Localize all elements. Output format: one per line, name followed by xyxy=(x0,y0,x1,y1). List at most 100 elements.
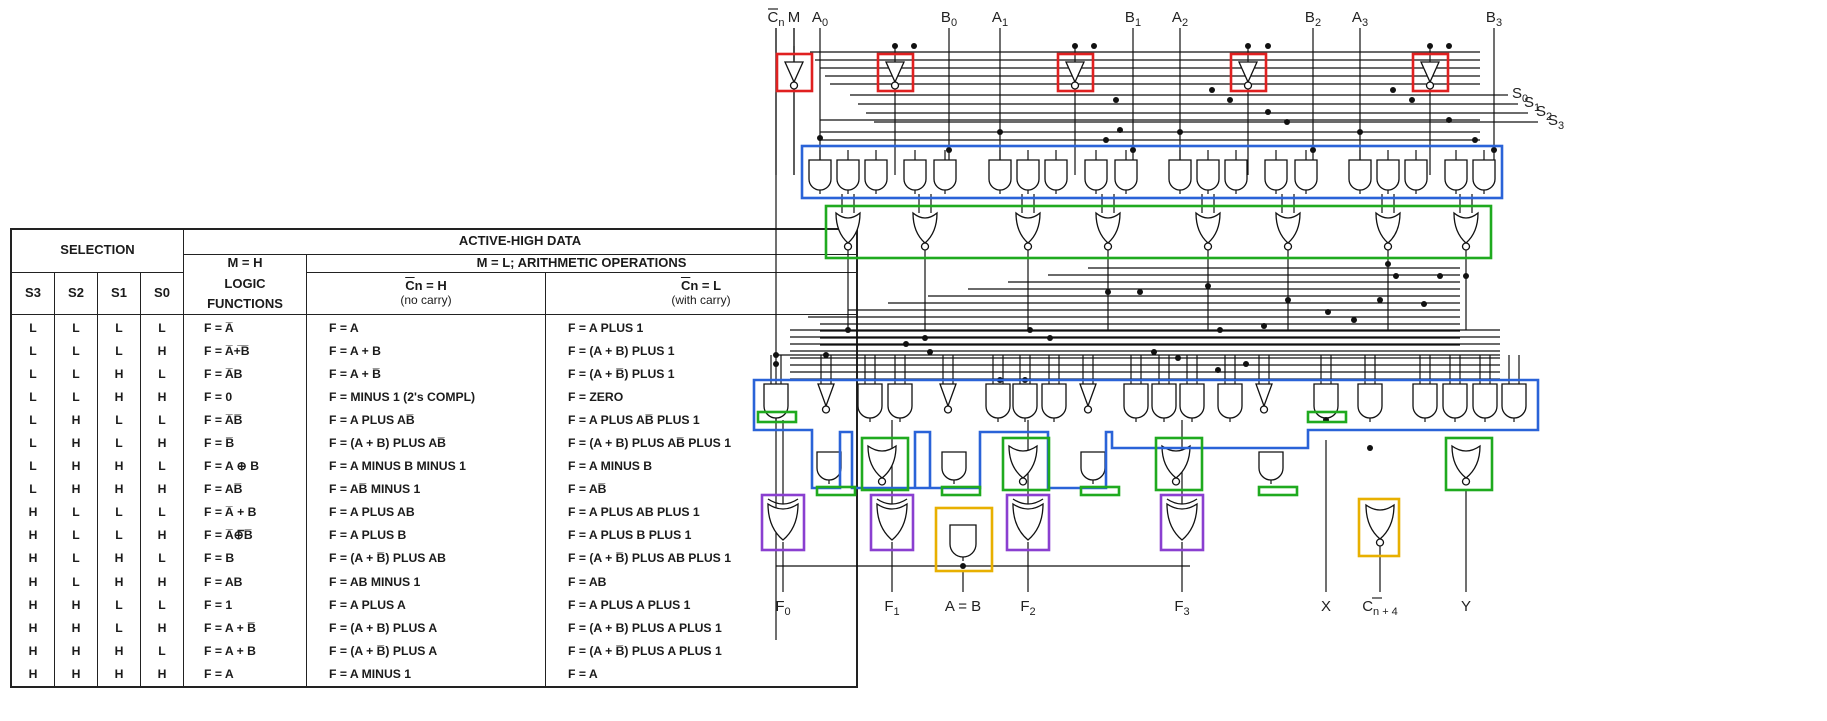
junction-dot xyxy=(1130,147,1136,153)
col-s1: S1 xyxy=(97,271,141,315)
junction-dot xyxy=(911,43,917,49)
junction-dot xyxy=(1117,127,1123,133)
output-label-3-sub: 2 xyxy=(1030,606,1036,618)
cell-s2: L xyxy=(54,314,98,340)
input-label-0-main: C xyxy=(768,9,779,26)
junction-dot xyxy=(1472,137,1478,143)
junction-dot xyxy=(1103,137,1109,143)
cell-wc: F = (A + B) PLUS AB̅ PLUS 1 xyxy=(545,431,858,456)
junction-dot xyxy=(1175,355,1181,361)
junction-dot xyxy=(1265,43,1271,49)
junction-dot xyxy=(1310,147,1316,153)
xor-curve xyxy=(767,498,799,505)
inversion-bubble xyxy=(1018,477,1028,486)
output-label-3-main: F xyxy=(1020,598,1029,615)
small-green-box xyxy=(1306,410,1348,424)
xor-curve xyxy=(876,498,908,505)
output-label-3: F2 xyxy=(1020,598,1035,618)
inversion-bubble xyxy=(1083,405,1093,414)
or-gate xyxy=(1012,502,1044,541)
input-label-9-sub: 3 xyxy=(1496,17,1502,29)
cell-wc: F = A PLUS 1 xyxy=(545,314,858,340)
cell-logic: F = B̅ xyxy=(183,431,307,456)
inversion-bubble xyxy=(1375,538,1385,547)
cell-wc: F = (A + B̅) PLUS AB PLUS 1 xyxy=(545,547,858,571)
inverter-gate xyxy=(1237,61,1259,84)
inversion-bubble xyxy=(1103,242,1113,251)
small-green-box xyxy=(1079,485,1121,497)
junction-dot xyxy=(1227,97,1233,103)
inversion-bubble xyxy=(943,405,953,414)
junction-dot xyxy=(823,352,829,358)
and-gate xyxy=(1179,383,1205,419)
or-gate xyxy=(867,444,897,479)
cell-logic: F = 0 xyxy=(183,385,307,409)
input-label-5: B1 xyxy=(1125,9,1141,29)
input-label-7: B2 xyxy=(1305,9,1321,29)
and-gate xyxy=(763,383,789,419)
junction-dot xyxy=(1205,283,1211,289)
small-green-box xyxy=(815,485,857,497)
and-gate xyxy=(949,524,977,558)
function-table-panel: SELECTION ACTIVE-HIGH DATA M = H LOGIC F… xyxy=(10,228,858,696)
junction-dot xyxy=(1261,323,1267,329)
output-label-4: F3 xyxy=(1174,598,1189,618)
cell-s1: L xyxy=(97,314,141,340)
and-gate xyxy=(1357,383,1383,419)
select-label-3: S3 xyxy=(1548,112,1564,132)
inverter-gate xyxy=(1079,383,1097,408)
and-gate xyxy=(1114,159,1138,191)
wiring xyxy=(770,28,1538,640)
small-green-box xyxy=(940,485,982,497)
output-label-0: F0 xyxy=(775,598,790,618)
junction-dot xyxy=(1245,43,1251,49)
cn-h-sub: (no carry) xyxy=(400,292,452,307)
junction-dot xyxy=(922,335,928,341)
xor-box xyxy=(760,493,806,552)
cell-logic: F = A̅⊕̅B̅ xyxy=(183,524,307,548)
cell-wc: F = A PLUS A PLUS 1 xyxy=(545,593,858,617)
junction-dot xyxy=(1285,297,1291,303)
junction-dot xyxy=(1243,361,1249,367)
input-label-9-main: B xyxy=(1486,9,1496,26)
cell-nc: F = A PLUS B xyxy=(306,524,546,548)
inversion-bubble xyxy=(1070,81,1080,90)
cell-nc: F = (A + B) PLUS A xyxy=(306,616,546,640)
select-label-2-sub: 2 xyxy=(1546,111,1552,123)
cell-nc: F = A PLUS AB xyxy=(306,501,546,525)
inverter-gate xyxy=(1064,61,1086,84)
junction-dot xyxy=(1409,97,1415,103)
xor-curve xyxy=(1166,498,1198,505)
cell-logic: F = A xyxy=(183,662,307,687)
and-gate xyxy=(903,159,927,191)
inverter-gate xyxy=(1255,383,1273,408)
or-gate xyxy=(1161,444,1191,479)
nor-box xyxy=(860,436,910,492)
inversion-bubble xyxy=(1243,81,1253,90)
junction-dot xyxy=(997,129,1003,135)
inversion-bubble xyxy=(843,242,853,251)
junction-dot xyxy=(773,352,779,358)
cn-h-c: C xyxy=(405,277,415,293)
and-gate xyxy=(1264,159,1288,191)
active-high-header: ACTIVE-HIGH DATA xyxy=(183,228,858,255)
and-gate xyxy=(1501,383,1527,419)
output-label-2-main: A = B xyxy=(945,598,981,615)
cell-logic: F = A̅B̅ xyxy=(183,408,307,432)
input-label-8-main: A xyxy=(1352,9,1362,26)
or-gate xyxy=(1166,502,1198,541)
output-label-4-main: F xyxy=(1174,598,1183,615)
cell-s0: H xyxy=(140,662,184,687)
output-label-2: A = B xyxy=(945,598,981,615)
junction-dot xyxy=(817,135,823,141)
output-label-5: X xyxy=(1321,598,1331,615)
junction-dot xyxy=(960,563,966,569)
xor-curve xyxy=(1012,498,1044,505)
and-gate xyxy=(836,159,860,191)
or-gate xyxy=(767,502,799,541)
